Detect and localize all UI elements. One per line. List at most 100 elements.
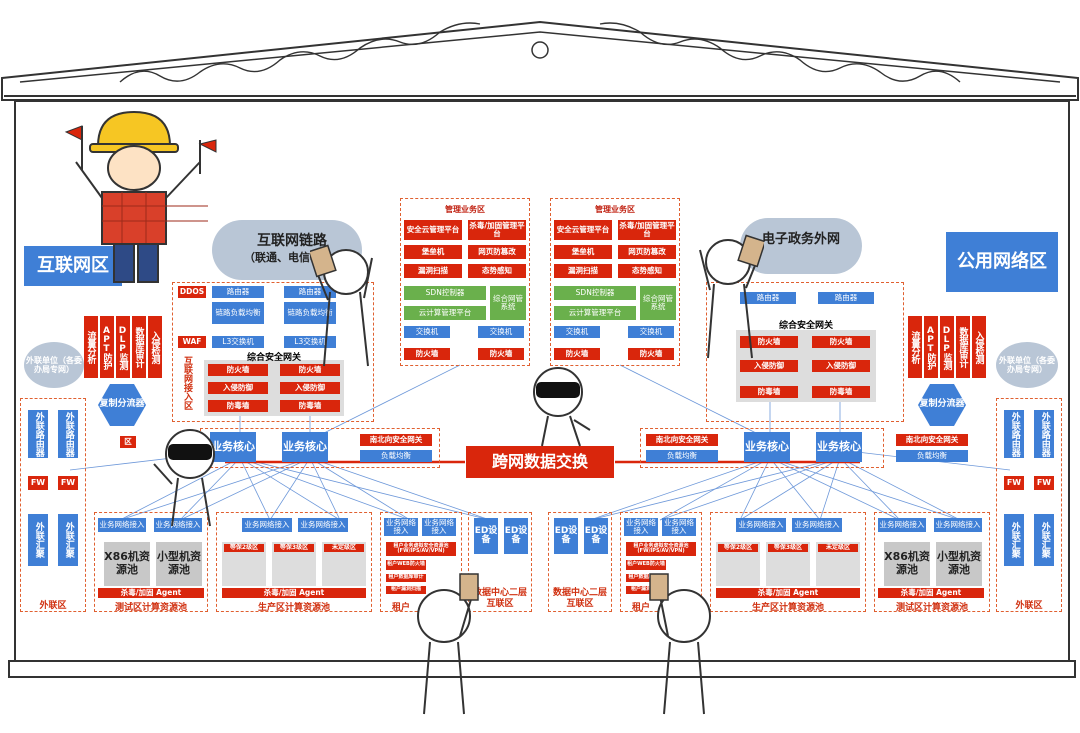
tenant-l-0: 租户业务虚拟安全资源池(FW/IPS/AV/VPN) xyxy=(386,542,456,556)
right-fw-a: FW xyxy=(1004,476,1024,490)
mgmt-r-2: 堡垒机 xyxy=(554,245,612,259)
dc2-right-label: 数据中心二层互联区 xyxy=(552,588,607,609)
test-pool-label: 测试区计算资源池 xyxy=(114,603,187,613)
mgmt-r-7: 综合网管系统 xyxy=(640,286,676,320)
mgmt-r-3: 网页防篡改 xyxy=(618,245,676,259)
test-r-access-2: 业务网络接入 xyxy=(934,518,982,532)
test-x86: X86机资源池 xyxy=(104,542,150,586)
test-r-access-1: 业务网络接入 xyxy=(878,518,926,532)
prod-agent: 杀毒/加固 Agent xyxy=(222,588,366,598)
painter-figure-2 xyxy=(649,573,711,715)
right-sec-4: 入侵检测 xyxy=(972,316,986,378)
dc2-left-label: 数据中心二层互联区 xyxy=(472,588,527,609)
internet-access-zone xyxy=(172,282,374,422)
left-sec-1: APT防护 xyxy=(100,316,114,378)
roof-ornament xyxy=(1,20,1079,101)
left-replicator: 复制分流器 xyxy=(98,384,146,426)
prod-pool-label: 生产区计算资源池 xyxy=(257,603,330,613)
public-network-zone-label: 公用网络区 xyxy=(946,232,1058,292)
left-ext-agg-2: 外联汇聚 xyxy=(58,514,78,566)
mgmt-l-2: 堡垒机 xyxy=(404,245,462,259)
welder-figure-center xyxy=(533,367,591,447)
left-av-1: 防毒墙 xyxy=(208,400,268,412)
link-lb-2: 链路负载均衡 xyxy=(284,302,336,324)
left-sec-4: 入侵检测 xyxy=(148,316,162,378)
gov-router-1: 路由器 xyxy=(740,292,796,304)
painter-figure-1 xyxy=(417,573,479,715)
left-ips-1: 入侵防御 xyxy=(208,382,268,394)
access-router-1: 路由器 xyxy=(212,286,264,298)
left-ext-router-2: 外联路由器 xyxy=(58,410,78,458)
right-ext-router-2: 外联路由器 xyxy=(1034,410,1054,458)
mgmt-r-10: 交换机 xyxy=(628,326,674,338)
mgmt-l-1: 杀毒/加固管理平台 xyxy=(468,220,526,240)
tenant-right-label: 租户 xyxy=(631,603,650,613)
worker-cartoon xyxy=(64,110,217,283)
prod-l3: 等保3级区 xyxy=(274,544,314,552)
tenant-r-0: 租户业务虚拟安全资源池(FW/IPS/AV/VPN) xyxy=(626,542,696,556)
right-sec-3: 数据库审计 xyxy=(956,316,970,378)
prod-pool-left xyxy=(216,512,372,612)
left-fw-b: FW xyxy=(58,476,78,490)
link-lb-1: 链路负载均衡 xyxy=(212,302,264,324)
right-ext-agg-2: 外联汇聚 xyxy=(1034,514,1054,566)
test-pool-right xyxy=(874,512,990,612)
right-core-zone xyxy=(640,428,884,468)
ddos-tag: DDOS xyxy=(178,286,206,298)
left-sec-2: DLP监测 xyxy=(116,316,130,378)
right-ext-unit: 外联单位（各委办局专网） xyxy=(996,342,1058,388)
left-ns-gateway: 南北向安全网关 xyxy=(360,434,432,446)
left-core-1: 业务核心 xyxy=(210,432,256,462)
internet-link-label: 互联网链路 xyxy=(257,233,327,249)
tenant-r-3: 租户漏洞扫描 xyxy=(626,586,666,594)
right-external-zone xyxy=(996,398,1062,612)
right-sec-1: APT防护 xyxy=(924,316,938,378)
mgmt-r-6: SDN控制器 xyxy=(554,286,636,300)
dc2-right xyxy=(548,512,612,612)
right-av-1: 防毒墙 xyxy=(740,386,798,398)
prod-r-l2: 等保2级区 xyxy=(718,544,758,552)
left-ext-unit: 外联单位（各委办局专网） xyxy=(24,342,84,388)
right-fw-1: 防火墙 xyxy=(740,336,798,348)
tenant-left-label: 租户 xyxy=(391,603,410,613)
test-pool-right-label: 测试区计算资源池 xyxy=(895,603,968,613)
left-fw-a: FW xyxy=(28,476,48,490)
prod-access-2: 业务网络接入 xyxy=(298,518,348,532)
mgmt-r-11: 防火墙 xyxy=(554,348,600,360)
left-fw-2: 防火墙 xyxy=(280,364,340,376)
ed-left-1: ED设备 xyxy=(474,518,498,554)
gov-router-2: 路由器 xyxy=(818,292,874,304)
tenant-r-access-1: 业务网络接入 xyxy=(624,518,658,536)
waf-tag: WAF xyxy=(178,336,206,348)
right-ns-gateway: 南北向安全网关 xyxy=(646,434,718,446)
right-ips-2: 入侵防御 xyxy=(812,360,870,372)
tenant-access-1: 业务网络接入 xyxy=(384,518,418,536)
test-access-1: 业务网络接入 xyxy=(98,518,146,532)
mgmt-r-9: 交换机 xyxy=(554,326,600,338)
gov-net-label: 电子政务外网 xyxy=(761,232,840,247)
tenant-r-access-2: 业务网络接入 xyxy=(662,518,696,536)
test-r-x86: X86机资源池 xyxy=(884,542,930,586)
tenant-r-1: 租户WEB防火墙 xyxy=(626,560,666,570)
access-vertical-label: 互联网接入区 xyxy=(182,356,192,410)
mgmt-l-4: 漏洞扫描 xyxy=(404,264,462,278)
ed-right-1: ED设备 xyxy=(554,518,578,554)
right-ext-agg-1: 外联汇聚 xyxy=(1004,514,1024,566)
left-ext-router-1: 外联路由器 xyxy=(28,410,48,458)
left-gateway-label: 综合安全网关 xyxy=(246,353,301,363)
mgmt-l-6: SDN控制器 xyxy=(404,286,486,300)
mgmt-l-9: 交换机 xyxy=(404,326,450,338)
prod-r-access-1: 业务网络接入 xyxy=(736,518,786,532)
mgmt-r-5: 态势感知 xyxy=(618,264,676,278)
prod-access-1: 业务网络接入 xyxy=(242,518,292,532)
l3-switch-1: L3交换机 xyxy=(212,336,264,348)
ed-right-2: ED设备 xyxy=(584,518,608,554)
right-sec-0: 流量分析 xyxy=(908,316,922,378)
right-sec-2: DLP监测 xyxy=(940,316,954,378)
mgmt-r-12: 防火墙 xyxy=(628,348,674,360)
mgmt-l-7: 综合网管系统 xyxy=(490,286,526,320)
mgmt-l-0: 安全云管理平台 xyxy=(404,220,462,240)
left-av-2: 防毒墙 xyxy=(280,400,340,412)
mgmt-l-12: 防火墙 xyxy=(478,348,524,360)
